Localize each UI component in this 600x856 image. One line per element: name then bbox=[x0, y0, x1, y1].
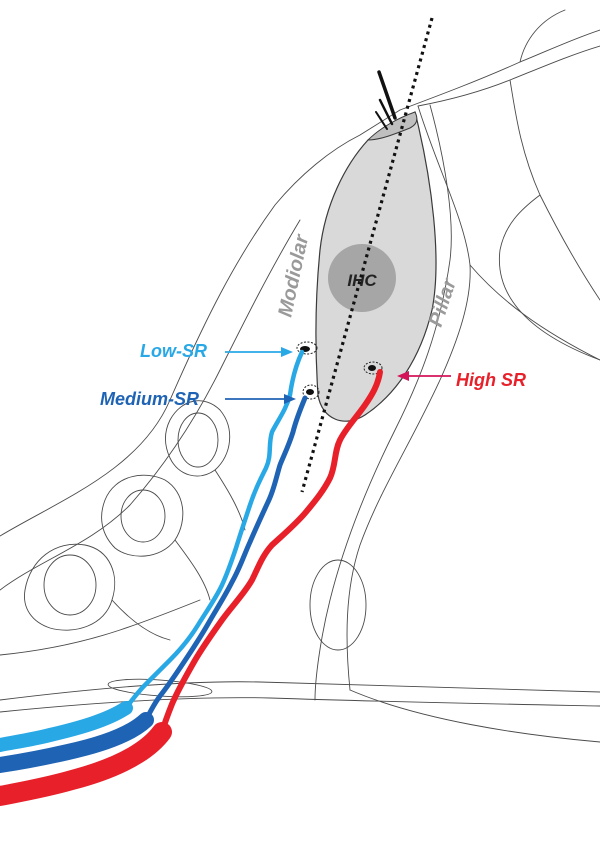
inner-pillar-stalk-right bbox=[346, 105, 471, 691]
basilar-membrane-lower bbox=[0, 697, 600, 713]
ribbon-modiolar-lower-core bbox=[306, 389, 314, 395]
supporting-cell-2-nucleus bbox=[120, 489, 166, 543]
medium-sr-annotation: Medium-SR bbox=[100, 389, 296, 409]
basilar-membrane-upper bbox=[0, 681, 600, 701]
supporting-cell-wall-b bbox=[174, 539, 211, 601]
pillar-head-lower bbox=[417, 45, 600, 107]
outer-hair-region bbox=[519, 9, 566, 63]
ihc-nucleus bbox=[328, 244, 396, 312]
medium-sr-label: Medium-SR bbox=[100, 389, 199, 409]
inner-hair-cell: IHC bbox=[296, 70, 437, 422]
right-tissue-boundary bbox=[469, 264, 600, 361]
low-sr-fiber-bundle bbox=[0, 701, 133, 752]
low-sr-annotation: Low-SR bbox=[140, 341, 293, 361]
inner-pillar-stalk-left bbox=[314, 104, 452, 701]
outer-pillar-cell bbox=[509, 79, 600, 301]
supporting-cell-wall-c bbox=[214, 469, 246, 531]
low-sr-label: Low-SR bbox=[140, 341, 207, 361]
medium-sr-fiber bbox=[143, 395, 308, 723]
high-sr-arrow-head bbox=[397, 371, 409, 381]
high-sr-fiber-bundle bbox=[0, 722, 172, 806]
medium-sr-fiber-bundle bbox=[0, 712, 154, 773]
lower-left-boundary bbox=[0, 599, 201, 656]
pillar-head-upper bbox=[399, 29, 600, 111]
supporting-cell-3-nucleus bbox=[177, 412, 219, 468]
supporting-cell-2 bbox=[101, 474, 184, 557]
tissue-outlines bbox=[0, 9, 600, 743]
supporting-cell-1-nucleus bbox=[43, 554, 97, 616]
high-sr-fiber bbox=[159, 369, 383, 735]
supporting-cell-wall-a bbox=[111, 599, 171, 641]
pillar-cell-nucleus bbox=[309, 559, 367, 651]
high-sr-annotation: High SR bbox=[397, 370, 526, 390]
afferent-fibers bbox=[0, 349, 383, 806]
supporting-cell-1 bbox=[24, 543, 116, 631]
synaptic-ribbons bbox=[296, 341, 383, 400]
medium-sr-arrow-head bbox=[284, 394, 296, 404]
border-cell-outline bbox=[0, 219, 301, 591]
modiolar-label: Modiolar bbox=[274, 232, 313, 319]
supporting-cell-boundary-left bbox=[0, 109, 401, 537]
bottom-right-boundary bbox=[349, 689, 600, 743]
ribbon-pillar bbox=[363, 361, 383, 375]
ihc-apex-plate bbox=[366, 111, 418, 141]
outer-pillar-cell-inner bbox=[498, 194, 600, 361]
stereocilia-bundle bbox=[375, 70, 397, 130]
ihc-label: IHC bbox=[347, 271, 377, 290]
low-sr-fiber bbox=[123, 349, 305, 711]
modiolar-pillar-axis-line bbox=[300, 17, 434, 493]
high-sr-label: High SR bbox=[456, 370, 526, 390]
ribbon-modiolar-upper bbox=[296, 341, 318, 355]
ribbon-pillar-core bbox=[368, 365, 376, 371]
ribbon-modiolar-lower bbox=[302, 384, 320, 400]
low-sr-arrow-head bbox=[281, 347, 293, 357]
